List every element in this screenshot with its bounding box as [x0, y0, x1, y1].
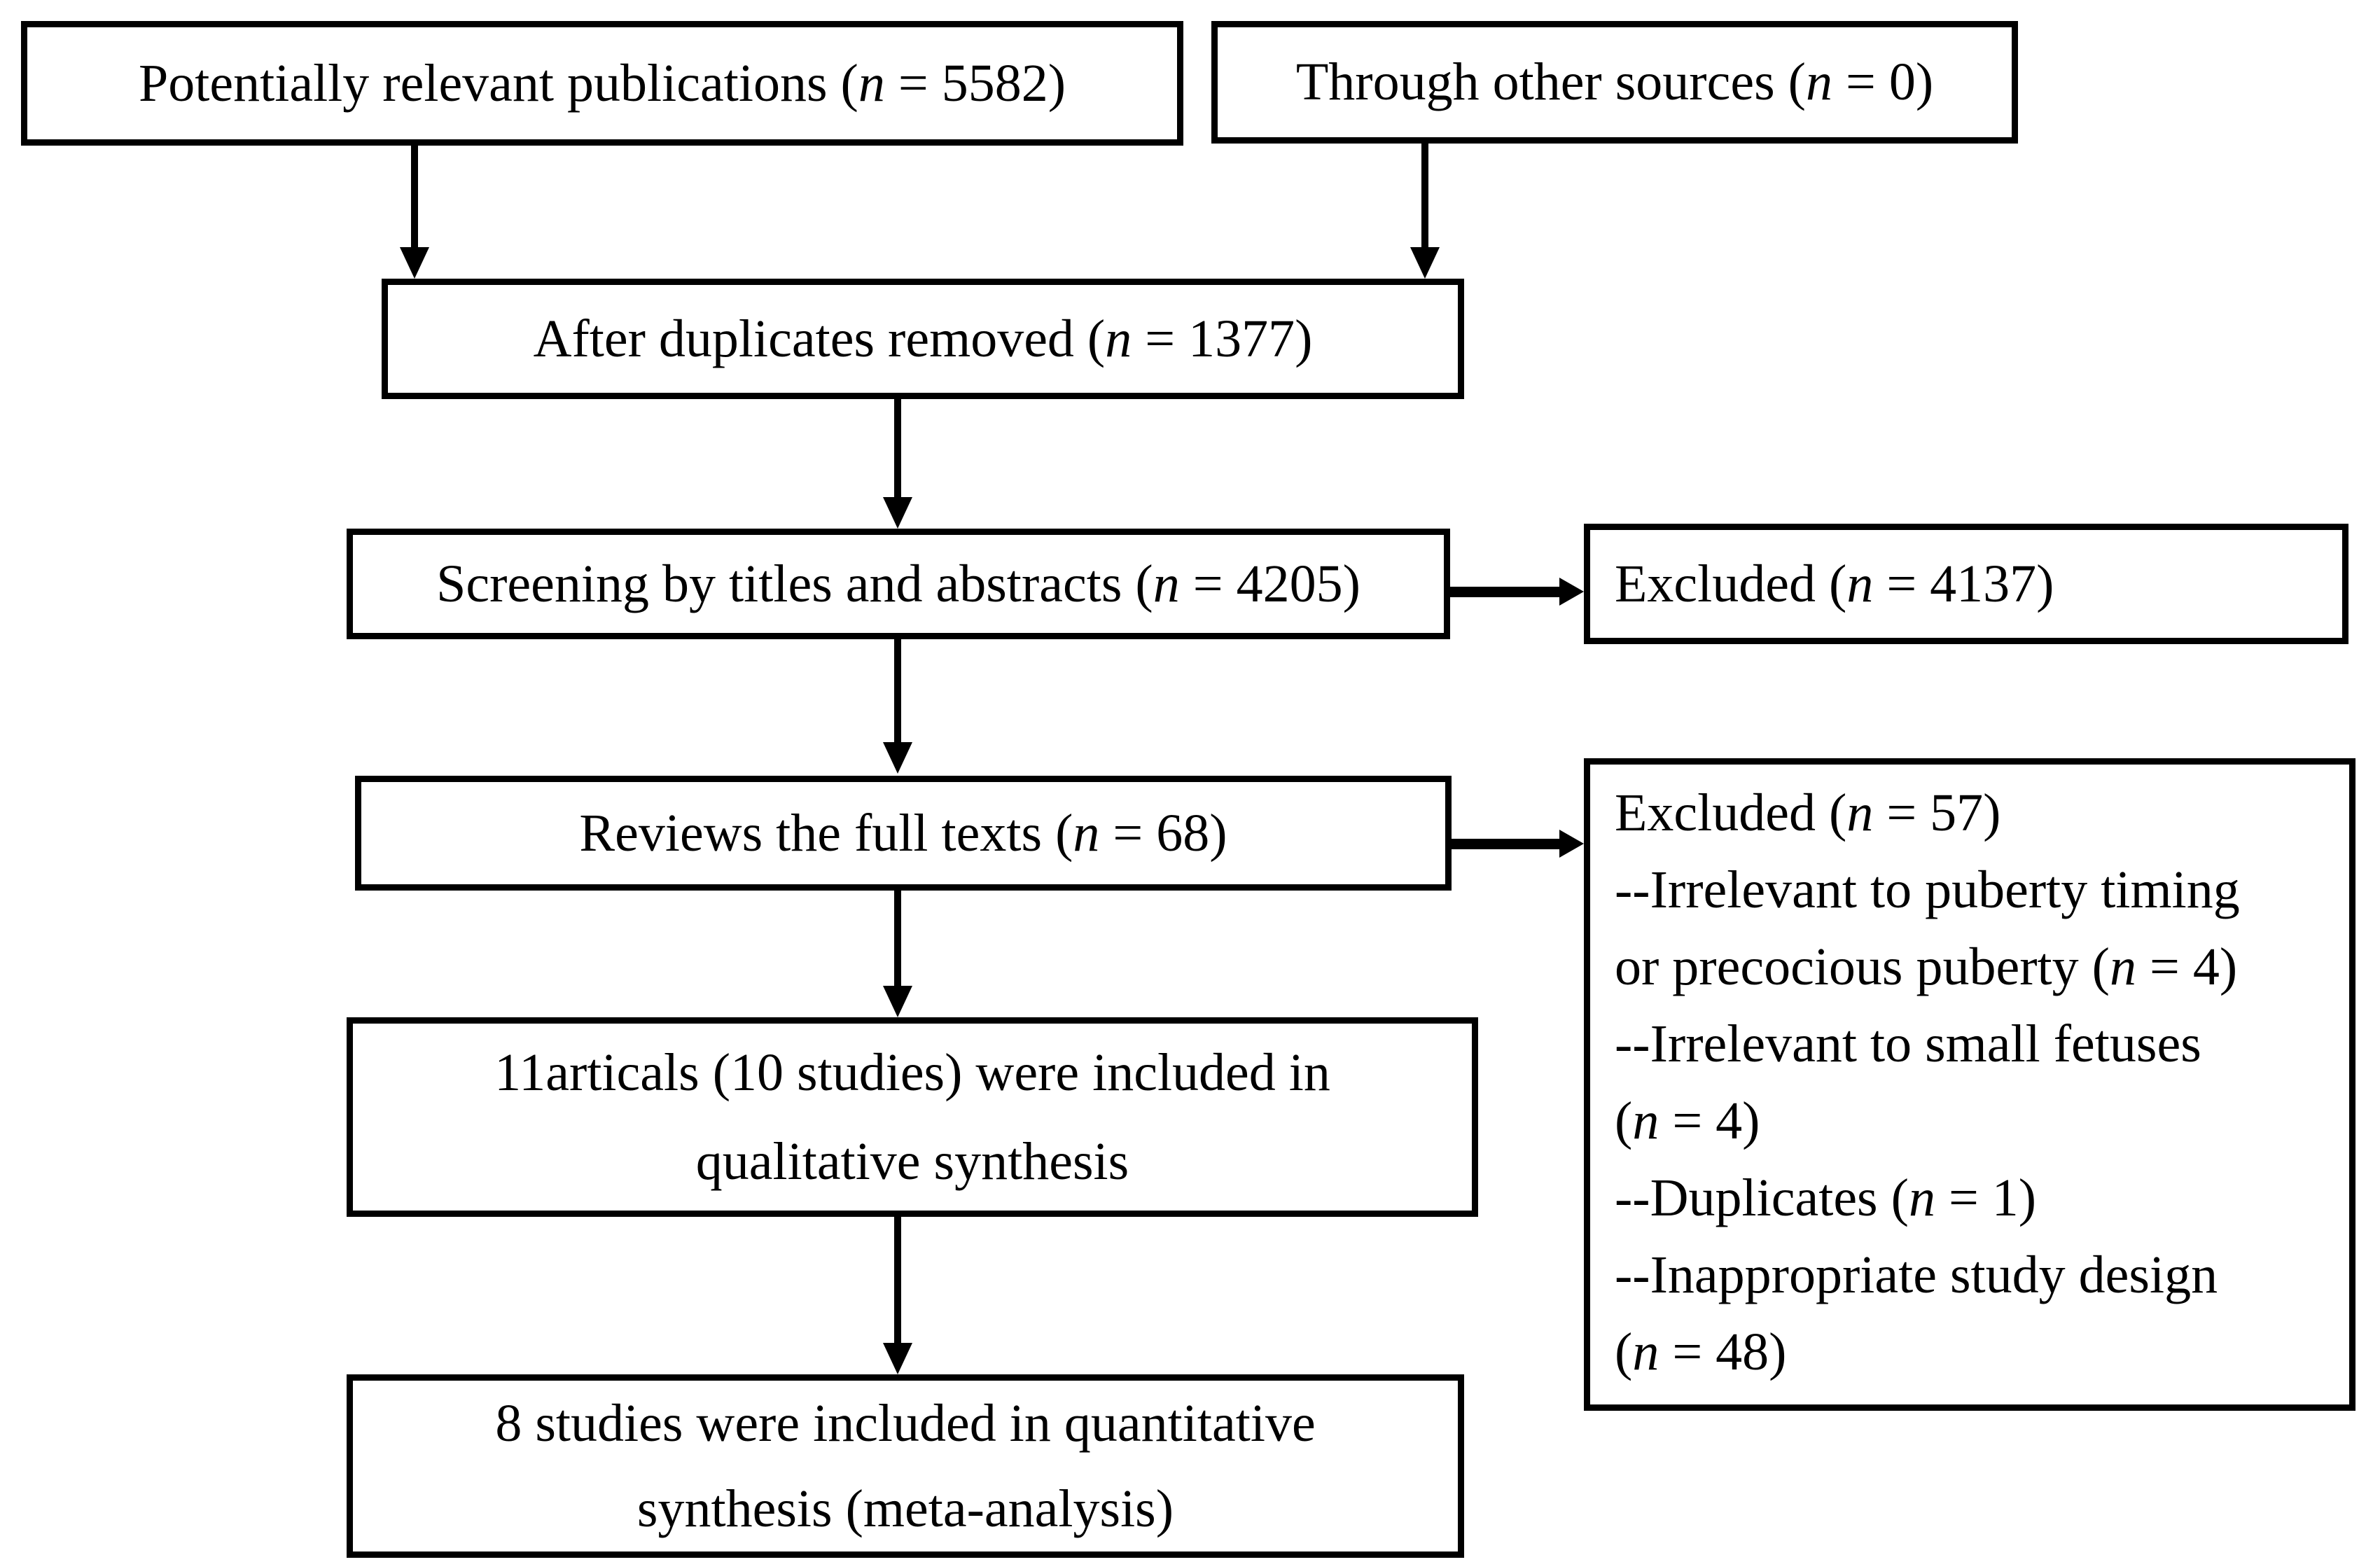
arrow-qualitative-to-quantitative-shaft	[894, 1217, 901, 1343]
arrow-other-sources-to-duplicates-head-icon	[1410, 247, 1440, 279]
box-qualitative-synthesis: 11articals (10 studies) were included in…	[347, 1017, 1478, 1217]
box-screening-titles-abstracts: Screening by titles and abstracts (n = 4…	[347, 529, 1450, 639]
box-full-text-review-label: Reviews the full texts (n = 68)	[579, 803, 1227, 863]
box-quantitative-synthesis: 8 studies were included in quantitative …	[347, 1374, 1464, 1558]
box-excluded-full-text-label: Excluded (n = 57) --Irrelevant to pubert…	[1615, 783, 2240, 1381]
arrow-fulltext-to-excluded-shaft	[1452, 839, 1559, 849]
box-excluded-screening: Excluded (n = 4137)	[1584, 524, 2348, 644]
box-after-duplicates-removed-label: After duplicates removed (n = 1377)	[533, 309, 1313, 368]
arrow-fulltext-to-excluded-head-icon	[1559, 830, 1584, 858]
arrow-fulltext-to-qualitative-head-icon	[883, 986, 912, 1017]
box-excluded-screening-label: Excluded (n = 4137)	[1615, 554, 2054, 613]
arrow-other-sources-to-duplicates-shaft	[1421, 144, 1428, 247]
box-after-duplicates-removed: After duplicates removed (n = 1377)	[382, 279, 1464, 399]
arrow-publications-to-duplicates-head-icon	[400, 247, 429, 279]
box-potentially-relevant-publications: Potentially relevant publications (n = 5…	[21, 21, 1183, 146]
arrow-screening-to-excluded-head-icon	[1559, 578, 1584, 606]
box-quantitative-synthesis-label: 8 studies were included in quantitative …	[495, 1394, 1316, 1538]
box-screening-titles-abstracts-label: Screening by titles and abstracts (n = 4…	[436, 554, 1361, 613]
arrow-qualitative-to-quantitative-head-icon	[883, 1343, 912, 1374]
arrow-duplicates-to-screening-head-icon	[883, 497, 912, 529]
box-full-text-review: Reviews the full texts (n = 68)	[355, 776, 1452, 891]
box-potentially-relevant-publications-label: Potentially relevant publications (n = 5…	[138, 53, 1066, 113]
arrow-screening-to-excluded-shaft	[1450, 587, 1559, 597]
box-other-sources-label: Through other sources (n = 0)	[1295, 53, 1934, 112]
arrow-publications-to-duplicates-shaft	[411, 146, 418, 247]
arrow-duplicates-to-screening-shaft	[894, 399, 901, 497]
box-qualitative-synthesis-label: 11articals (10 studies) were included in…	[494, 1043, 1330, 1191]
arrow-fulltext-to-qualitative-shaft	[894, 891, 901, 986]
box-other-sources: Through other sources (n = 0)	[1211, 21, 2018, 144]
arrow-screening-to-fulltext-head-icon	[883, 742, 912, 774]
arrow-screening-to-fulltext-shaft	[894, 639, 901, 742]
box-excluded-full-text: Excluded (n = 57) --Irrelevant to pubert…	[1584, 758, 2355, 1411]
